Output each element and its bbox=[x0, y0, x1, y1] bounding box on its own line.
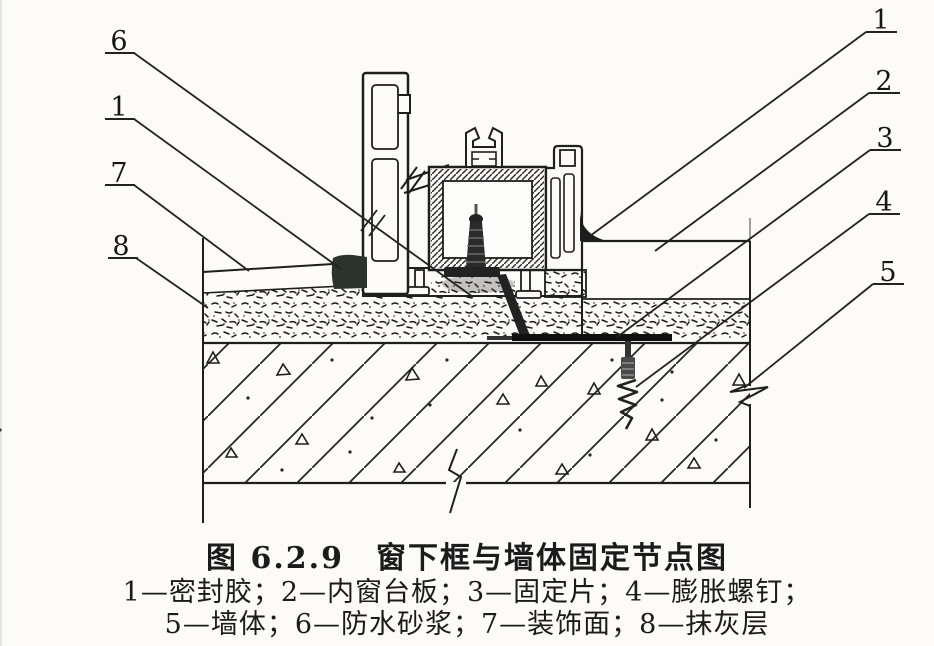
glazing-clip bbox=[465, 126, 503, 168]
callout-4: 4 bbox=[875, 187, 892, 218]
callout-2: 2 bbox=[875, 66, 892, 97]
wall-aggregate-dots bbox=[0, 358, 718, 472]
sealant-wedge-right bbox=[580, 211, 607, 241]
figure-caption: 图 6.2.9 窗下框与墙体固定节点图 1—密封胶；2—内窗台板；3—固定片；4… bbox=[0, 541, 934, 641]
wall-aggregate-triangles bbox=[205, 350, 747, 475]
leader-line-7 bbox=[133, 184, 250, 272]
left-finish-layers bbox=[202, 263, 364, 341]
right-sill-layers bbox=[582, 239, 750, 340]
callout-8: 8 bbox=[112, 231, 129, 262]
leader-6-break-ticks bbox=[360, 209, 386, 237]
sealant-blob-left bbox=[331, 254, 367, 289]
screw-anchor-plate bbox=[444, 267, 500, 277]
callout-underlines bbox=[105, 31, 904, 285]
right-break-symbol bbox=[729, 383, 769, 407]
frame-main-box bbox=[427, 165, 548, 272]
leader-line-1-right bbox=[589, 31, 867, 237]
frame-right-section bbox=[544, 144, 584, 272]
sill-mortar-layer bbox=[582, 299, 750, 340]
figure-legend-line-2: 5—墙体；6—防水砂浆；7—装饰面；8—抹灰层 bbox=[164, 609, 770, 640]
screw-tie-streak bbox=[497, 274, 529, 336]
waterproof-mortar-bed bbox=[363, 294, 582, 341]
callout-6: 6 bbox=[110, 26, 127, 57]
figure-legend-line-1: 1—密封胶；2—内窗台板；3—固定片；4—膨胀螺钉； bbox=[122, 577, 812, 608]
leader-line-8 bbox=[135, 257, 209, 309]
fixing-piece bbox=[487, 334, 672, 341]
expansion-screw bbox=[616, 341, 639, 430]
mortar-bed bbox=[363, 243, 583, 341]
wall-section bbox=[0, 218, 769, 523]
decorative-surface-line bbox=[202, 263, 334, 273]
wall-hatch-region bbox=[204, 344, 750, 482]
leader-lines bbox=[133, 31, 874, 389]
right-hook-notch bbox=[559, 149, 576, 167]
plaster-layer bbox=[203, 285, 363, 341]
mortar-packing-block bbox=[431, 276, 515, 293]
bottom-break-symbol bbox=[447, 448, 463, 514]
mortar-packing-block-2 bbox=[544, 269, 587, 298]
window-frame-profile bbox=[361, 71, 587, 299]
expansion-screw-thread bbox=[616, 378, 639, 430]
frame-upstand bbox=[361, 71, 411, 296]
leader-line-3 bbox=[616, 149, 871, 338]
callout-5: 5 bbox=[879, 257, 896, 288]
leader-line-5 bbox=[743, 283, 874, 389]
callout-1-left: 1 bbox=[110, 92, 127, 123]
construction-detail-diagram: 6 1 7 8 1 2 3 4 5 bbox=[0, 5, 904, 523]
frame-fixing-screw bbox=[442, 204, 529, 336]
callout-7: 7 bbox=[110, 158, 127, 189]
leader-line-1-left bbox=[133, 118, 342, 270]
leader-line-2 bbox=[654, 92, 870, 252]
leader-line-6 bbox=[133, 52, 474, 298]
callout-3: 3 bbox=[876, 123, 893, 154]
sealant bbox=[331, 211, 607, 289]
callout-1-right: 1 bbox=[872, 5, 889, 36]
figure-title: 图 6.2.9 窗下框与墙体固定节点图 bbox=[206, 541, 728, 576]
leader-line-4 bbox=[635, 213, 870, 388]
callout-numbers: 6 1 7 8 1 2 3 4 5 bbox=[105, 5, 904, 288]
